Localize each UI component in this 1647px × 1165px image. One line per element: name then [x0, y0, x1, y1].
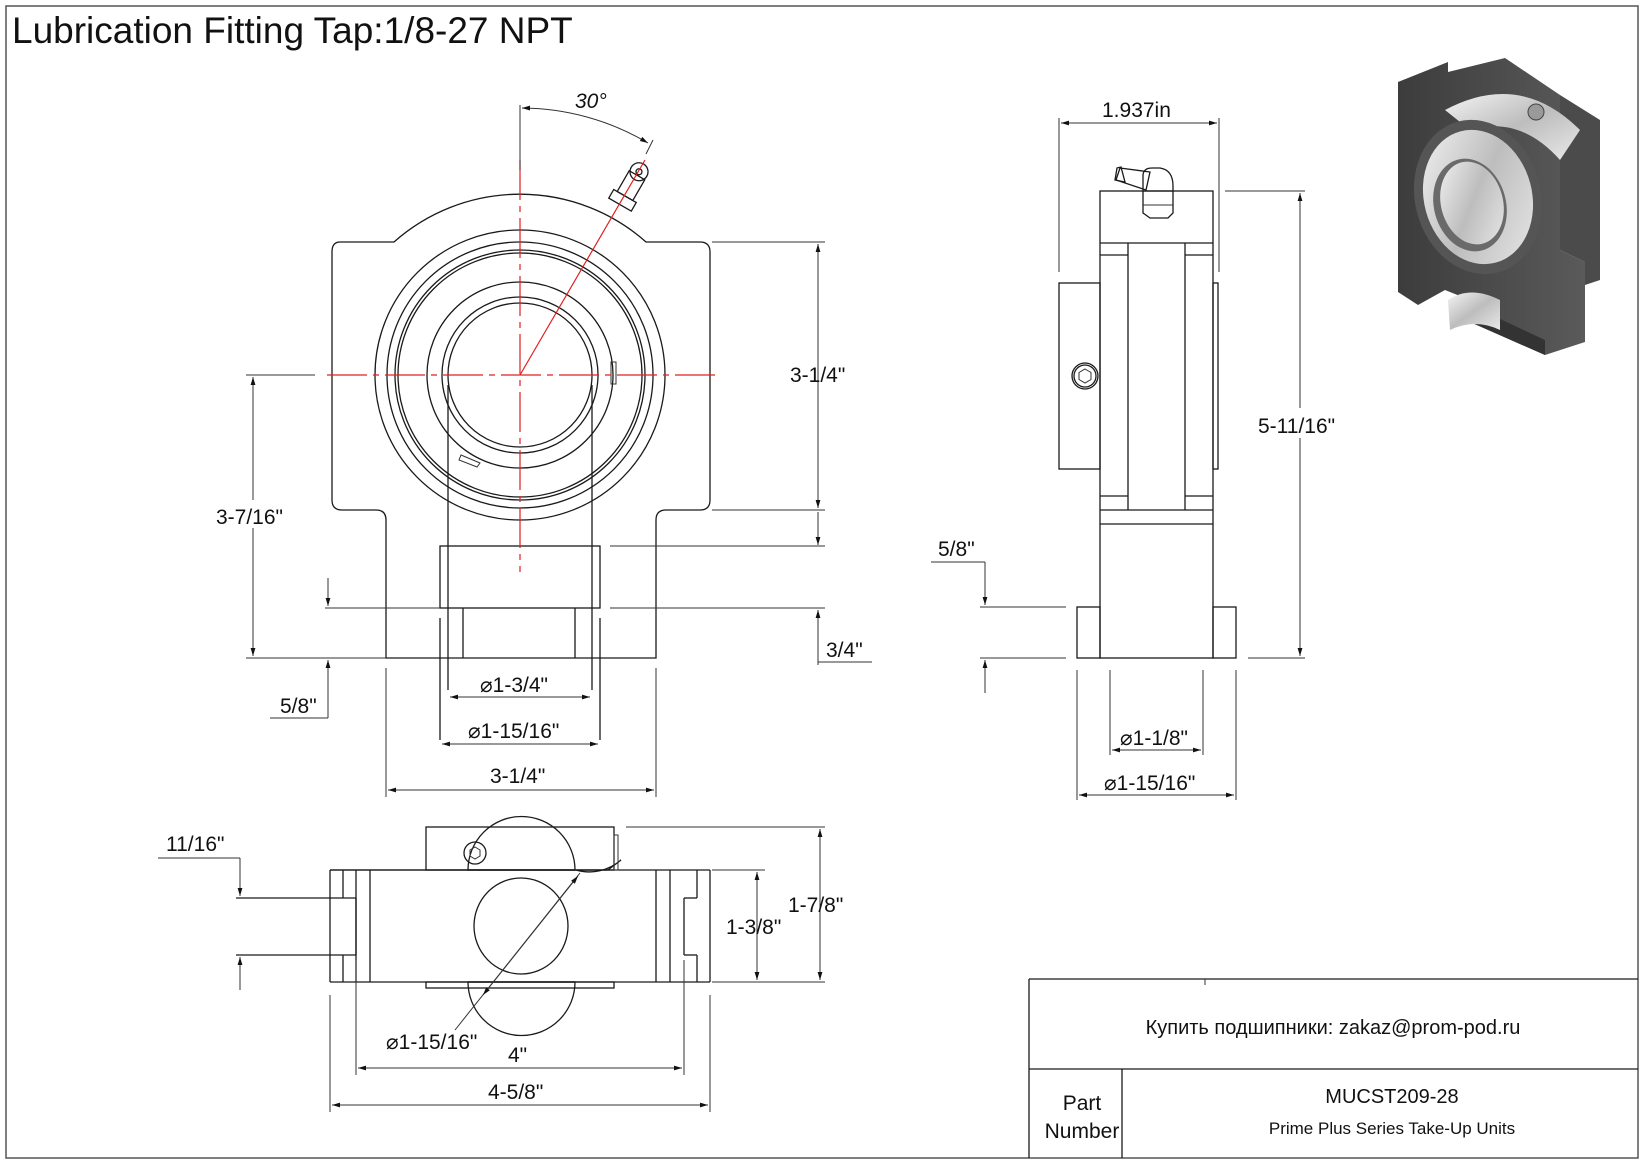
grease-fitting-icon — [607, 162, 649, 213]
series-name: Prime Plus Series Take-Up Units — [1269, 1119, 1515, 1138]
dim-height-upper: 3-1/4" — [790, 364, 845, 387]
dim-bore-inner: ⌀1-3/4" — [480, 674, 548, 697]
dim-base-offset-right: 3/4" — [826, 639, 863, 662]
dim-slot-width: 11/16" — [166, 833, 224, 856]
dim-bore-outer: ⌀1-15/16" — [468, 720, 559, 743]
dim-outer-height: 1-7/8" — [788, 894, 843, 917]
part-label-line2: Number — [1045, 1120, 1120, 1143]
elbow-fitting-icon — [1114, 166, 1174, 219]
dim-base-offset-left: 5/8" — [280, 695, 317, 718]
dim-top-bore: ⌀1-15/16" — [386, 1031, 477, 1054]
set-screw-icon — [1071, 362, 1099, 390]
contact-text: Купить подшипники: zakaz@prom-pod.ru — [1146, 1017, 1521, 1039]
dim-overall-width: 4-5/8" — [488, 1081, 543, 1104]
title-block: Купить подшипники: zakaz@prom-pod.ru Par… — [1028, 978, 1638, 1158]
dim-side-width: 1.937in — [1102, 99, 1171, 122]
dim-inner-height: 1-3/8" — [726, 916, 781, 939]
sheet-border — [5, 5, 1639, 1159]
part-number: MUCST209-28 — [1325, 1086, 1458, 1108]
dim-side-bore-inner: ⌀1-1/8" — [1120, 727, 1188, 750]
dim-side-bore-outer: ⌀1-15/16" — [1104, 772, 1195, 795]
top-view: 11/16" ⌀1-15/16" 1-3/8" 1-7/8" 4" 4-5/8" — [158, 815, 843, 1112]
part-label-line1: Part — [1063, 1092, 1102, 1115]
angle-label: 30° — [575, 90, 607, 113]
dim-height-center: 3-7/16" — [216, 506, 283, 529]
isometric-render-image — [1398, 58, 1600, 355]
dim-slot-span: 4" — [508, 1044, 527, 1067]
dim-side-height: 5-11/16" — [1258, 415, 1335, 438]
dim-width: 3-1/4" — [490, 765, 545, 788]
top-set-screw-icon — [463, 841, 487, 865]
side-view: 1.937in 5-11/16" 5/8" ⌀1-1/8" ⌀1-15/16" — [931, 99, 1342, 800]
front-view: 30° 3-1/4" 3/4" 3-7/16" 5/8" ⌀1-3/4" ⌀1-… — [212, 90, 872, 797]
dim-side-base: 5/8" — [938, 538, 975, 561]
drawing-title: Lubrication Fitting Tap:1/8-27 NPT — [12, 10, 573, 51]
front-housing-outline — [331, 193, 711, 659]
